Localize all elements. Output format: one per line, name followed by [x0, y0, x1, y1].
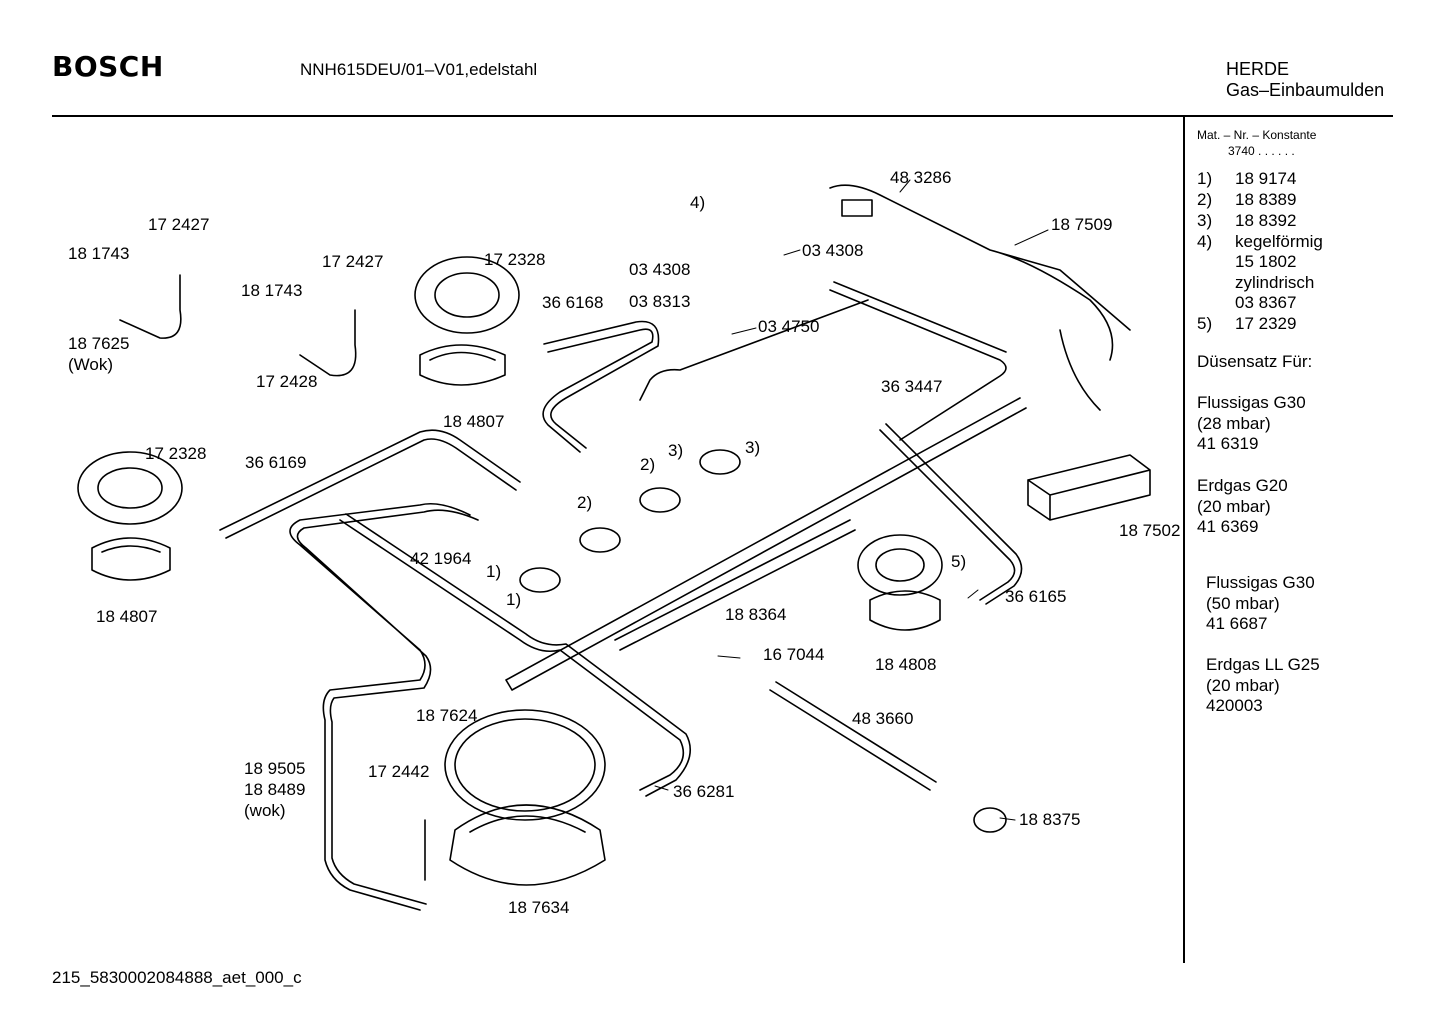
- burner-body-top-left: [419, 344, 506, 386]
- callout-label: 36 3447: [881, 377, 943, 396]
- header-divider: [52, 115, 1393, 117]
- nozzle-title: Düsensatz Für:: [1197, 352, 1313, 371]
- callout-label: (wok): [244, 801, 286, 820]
- nozzle-set: Erdgas LL G25 (20 mbar) 420003: [1206, 655, 1320, 715]
- burner-body-left: [91, 537, 171, 581]
- callout-label: (Wok): [68, 355, 114, 374]
- nozzle-set: Erdgas G20 (20 mbar) 41 6369: [1197, 476, 1288, 536]
- callout-label: 03 4308: [802, 241, 864, 260]
- brand-logo: BOSCH: [52, 50, 164, 83]
- callout-label: 18 4808: [875, 655, 937, 674]
- pipe-366165: [879, 423, 1023, 605]
- burner-ring-left: [77, 451, 183, 525]
- burner-ring-right: [857, 534, 943, 596]
- ignition-module: [1027, 454, 1151, 521]
- callout-label: 17 2427: [322, 252, 384, 271]
- wok-ring: [444, 709, 606, 821]
- document-code: 215_5830002084888_aet_000_c: [52, 968, 302, 987]
- callout-label: 36 6165: [1005, 587, 1067, 606]
- category-line-2: Gas–Einbaumulden: [1226, 80, 1385, 100]
- callout-label: 18 1743: [241, 281, 303, 300]
- callout-label: 18 4807: [443, 412, 505, 431]
- manifold-bar: [505, 397, 1027, 691]
- callout-label: 48 3660: [852, 709, 914, 728]
- mat-label: Mat. – Nr. – Konstante: [1197, 128, 1317, 142]
- callout-label: 36 6168: [542, 293, 604, 312]
- callout-label: 18 7634: [508, 898, 570, 917]
- mat-value: 3740 . . . . . .: [1228, 144, 1295, 158]
- part-list-item: 03 8367: [1235, 293, 1297, 312]
- burner-body-right: [869, 590, 941, 631]
- pipe-366281-b: [339, 513, 692, 797]
- callout-label: 17 2442: [368, 762, 430, 781]
- burner-ring-top-left: [414, 256, 520, 334]
- callout-label: 17 2328: [484, 250, 546, 269]
- callout-label: 42 1964: [410, 549, 472, 568]
- callout-label: 03 8313: [629, 292, 691, 311]
- callout-label: 2): [577, 493, 593, 512]
- callout-label: 18 7624: [416, 706, 478, 725]
- callout-label: 17 2328: [145, 444, 207, 463]
- part-list-item: zylindrisch: [1235, 273, 1315, 292]
- rod-483660: [769, 681, 937, 791]
- callout-label: 36 6281: [673, 782, 735, 801]
- category: HERDE Gas–Einbaumulden: [1226, 59, 1384, 101]
- callout-label: 2): [640, 455, 656, 474]
- part-188375: [973, 807, 1007, 833]
- callout-label: 18 8364: [725, 605, 787, 624]
- wok-burner-body: [449, 804, 606, 886]
- callout-label: 18 1743: [68, 244, 130, 263]
- callout-label: 18 7625: [68, 334, 130, 353]
- callout-label: 3): [668, 441, 684, 460]
- callout-label: 03 4750: [758, 317, 820, 336]
- valves: [519, 449, 741, 593]
- thermocouple-mid: [299, 309, 357, 377]
- callout-label: 5): [951, 552, 967, 571]
- part-list-item: 1)18 9174: [1197, 169, 1297, 188]
- thermocouple-left: [119, 274, 182, 339]
- nozzle-set: Flussigas G30 (28 mbar) 41 6319: [1197, 393, 1306, 453]
- callout-label: 18 9505: [244, 759, 306, 778]
- model-number: NNH615DEU/01–V01,edelstahl: [300, 60, 538, 79]
- callout-label: 03 4308: [629, 260, 691, 279]
- callout-label: 4): [690, 193, 706, 212]
- exploded-parts-diagram: [77, 179, 1151, 911]
- callout-label: 18 7509: [1051, 215, 1113, 234]
- callout-label: 17 2427: [148, 215, 210, 234]
- part-list-item: 3)18 8392: [1197, 211, 1297, 230]
- callout-label: 1): [486, 562, 502, 581]
- callout-label: 18 4807: [96, 607, 158, 626]
- leader-lines: [654, 179, 1049, 821]
- wiring-harness: [829, 184, 1131, 411]
- callout-label: 36 6169: [245, 453, 307, 472]
- callout-label: 3): [745, 438, 761, 457]
- pipe-366281: [289, 502, 479, 911]
- part-list-item: 2)18 8389: [1197, 190, 1297, 209]
- callout-label: 16 7044: [763, 645, 825, 664]
- part-list-item: 15 1802: [1235, 252, 1297, 271]
- part-list-item: 4)kegelförmig: [1197, 232, 1323, 251]
- nozzle-set: Flussigas G30 (50 mbar) 41 6687: [1206, 573, 1315, 633]
- pipe-366168: [542, 320, 660, 453]
- pipe-366169: [219, 429, 521, 539]
- callout-label: 18 8489: [244, 780, 306, 799]
- callout-label: 1): [506, 590, 522, 609]
- sidebar-divider: [1183, 117, 1185, 963]
- part-list-item: 5)17 2329: [1197, 314, 1297, 333]
- pipe-363447: [639, 281, 1007, 441]
- callout-label: 18 8375: [1019, 810, 1081, 829]
- connector-483286: [841, 199, 873, 217]
- category-line-1: HERDE: [1226, 59, 1290, 79]
- control-bracket: [614, 519, 856, 651]
- callout-label: 17 2428: [256, 372, 318, 391]
- callout-label: 18 7502: [1119, 521, 1181, 540]
- callout-label: 48 3286: [890, 168, 952, 187]
